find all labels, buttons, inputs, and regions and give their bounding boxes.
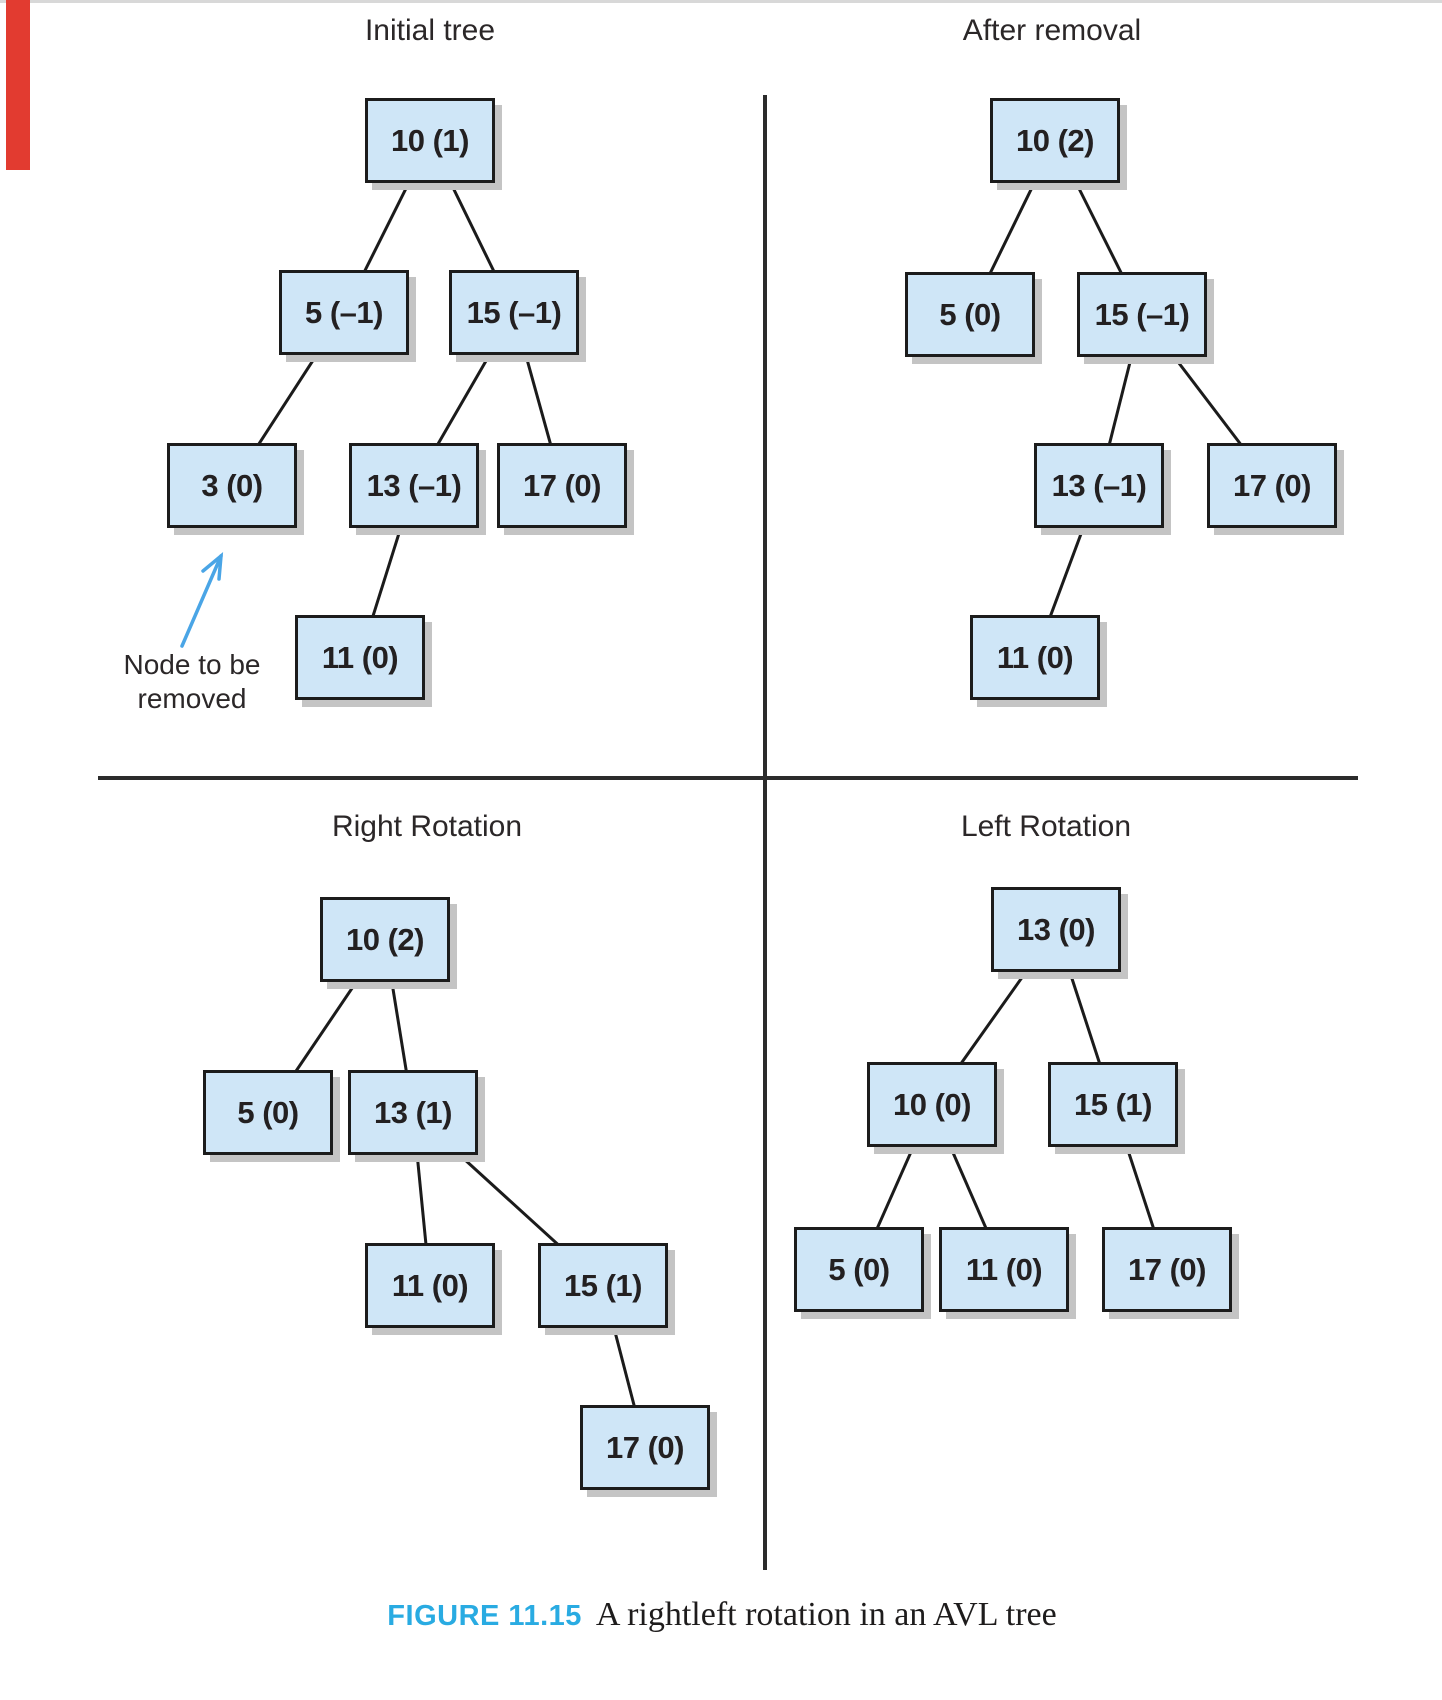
node-label: 17 (0) <box>606 1429 684 1465</box>
node-label: 13 (0) <box>1017 911 1095 947</box>
figure-caption-text: A rightleft rotation in an AVL tree <box>595 1596 1057 1633</box>
annotation-line2: removed <box>137 683 247 714</box>
page-edge-red-bar <box>6 0 30 170</box>
tree-node-rightrot-15: 15 (1) <box>538 1243 668 1328</box>
node-label: 11 (0) <box>391 1267 469 1303</box>
tree-node-initial-3: 3 (0) <box>167 443 297 528</box>
node-label: 17 (0) <box>523 467 601 503</box>
figure-caption: FIGURE 11.15 A rightleft rotation in an A… <box>387 1596 1056 1634</box>
node-label: 10 (2) <box>1016 122 1094 158</box>
figure-number-label: FIGURE 11.15 <box>387 1600 582 1632</box>
tree-node-leftrot-11: 11 (0) <box>939 1227 1069 1312</box>
annotation-arrowhead-icon <box>201 551 224 581</box>
node-to-be-removed-annotation: Node to be removed <box>124 648 261 716</box>
node-label: 5 (–1) <box>305 294 383 330</box>
node-label: 15 (–1) <box>466 294 562 330</box>
node-label: 11 (0) <box>321 639 399 675</box>
tree-node-initial-13: 13 (–1) <box>349 443 479 528</box>
tree-node-rightrot-10: 10 (2) <box>320 897 450 982</box>
node-label: 15 (1) <box>564 1267 642 1303</box>
page-top-edge <box>0 0 1442 3</box>
node-label: 13 (–1) <box>1051 467 1147 503</box>
tree-node-leftrot-17: 17 (0) <box>1102 1227 1232 1312</box>
node-label: 15 (1) <box>1074 1086 1152 1122</box>
tree-node-initial-10: 10 (1) <box>365 98 495 183</box>
quadrant-divider-horizontal <box>98 776 1358 780</box>
node-label: 11 (0) <box>965 1251 1043 1287</box>
tree-node-rightrot-13: 13 (1) <box>348 1070 478 1155</box>
node-label: 10 (1) <box>391 122 469 158</box>
node-label: 5 (0) <box>237 1094 299 1130</box>
node-label: 3 (0) <box>201 467 263 503</box>
tree-node-initial-11: 11 (0) <box>295 615 425 700</box>
tree-node-initial-5: 5 (–1) <box>279 270 409 355</box>
quadrant-title-after-removal: After removal <box>962 14 1142 47</box>
tree-node-initial-15: 15 (–1) <box>449 270 579 355</box>
tree-node-rightrot-11: 11 (0) <box>365 1243 495 1328</box>
node-label: 17 (0) <box>1128 1251 1206 1287</box>
quadrant-title-right-rotation: Right Rotation <box>331 810 523 843</box>
quadrant-title-initial-tree: Initial tree <box>364 14 496 47</box>
tree-node-leftrot-5: 5 (0) <box>794 1227 924 1312</box>
tree-node-removal-13: 13 (–1) <box>1034 443 1164 528</box>
quadrant-title-left-rotation: Left Rotation <box>960 810 1132 843</box>
tree-node-leftrot-15: 15 (1) <box>1048 1062 1178 1147</box>
tree-node-removal-15: 15 (–1) <box>1077 272 1207 357</box>
node-label: 5 (0) <box>828 1251 890 1287</box>
node-label: 13 (1) <box>374 1094 452 1130</box>
tree-node-rightrot-17: 17 (0) <box>580 1405 710 1490</box>
node-label: 11 (0) <box>996 639 1074 675</box>
node-label: 13 (–1) <box>366 467 462 503</box>
node-label: 10 (0) <box>893 1086 971 1122</box>
node-label: 10 (2) <box>346 921 424 957</box>
tree-node-removal-17: 17 (0) <box>1207 443 1337 528</box>
node-label: 17 (0) <box>1233 467 1311 503</box>
node-label: 5 (0) <box>939 296 1001 332</box>
tree-node-rightrot-5: 5 (0) <box>203 1070 333 1155</box>
tree-node-removal-11: 11 (0) <box>970 615 1100 700</box>
annotation-line1: Node to be <box>123 649 261 680</box>
tree-node-removal-5: 5 (0) <box>905 272 1035 357</box>
tree-node-leftrot-10: 10 (0) <box>867 1062 997 1147</box>
tree-node-leftrot-13: 13 (0) <box>991 887 1121 972</box>
tree-node-removal-10: 10 (2) <box>990 98 1120 183</box>
annotation-arrow-icon <box>180 554 223 648</box>
tree-node-initial-17: 17 (0) <box>497 443 627 528</box>
node-label: 15 (–1) <box>1094 296 1190 332</box>
quadrant-divider-vertical <box>763 95 767 1570</box>
